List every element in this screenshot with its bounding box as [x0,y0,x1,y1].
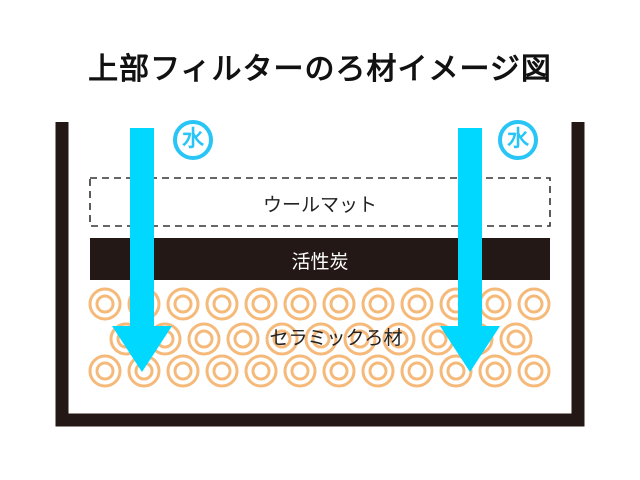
ceramic-ring [368,361,388,381]
ceramic-ring [272,329,292,349]
down-arrow-icon [458,128,482,328]
water-badge-icon: 水 [173,120,213,160]
ceramic-ring [361,354,395,388]
ceramic-ring [166,354,200,388]
ceramic-ring [311,329,331,349]
ceramic-ring [428,329,448,349]
ceramic-ring [233,329,253,349]
ceramic-ring [446,361,466,381]
ceramic-ring [322,354,356,388]
ceramic-ring [524,361,544,381]
ceramic-ring [265,322,299,356]
ceramic-ring [290,361,310,381]
down-arrow-head [440,326,500,372]
ceramic-ring [205,287,239,321]
filter-container [55,122,585,427]
ceramic-ring [173,361,193,381]
ceramic-ring [389,329,409,349]
ceramic-ring [173,294,193,314]
ceramic-ring [88,287,122,321]
ceramic-ring [517,287,551,321]
water-badge-icon: 水 [498,120,538,160]
ceramic-ring [506,329,526,349]
wool-mat-label: ウールマット [262,194,377,216]
down-arrow-icon [130,128,154,328]
ceramic-ring [499,322,533,356]
ceramic-ring [251,294,271,314]
ceramic-ring [322,287,356,321]
ceramic-ring [361,287,395,321]
ceramic-ring [524,294,544,314]
ceramic-ring [212,294,232,314]
ceramic-ring [244,354,278,388]
ceramic-ring [290,294,310,314]
ceramic-ring [304,322,338,356]
ceramic-ring [226,322,260,356]
ceramic-ring [329,361,349,381]
ceramic-ring [407,294,427,314]
ceramic-ring [400,287,434,321]
ceramic-ring [329,294,349,314]
ceramic-media-label: セラミックろ材 [269,327,403,349]
activated-carbon-label: 活性炭 [291,251,349,273]
ceramic-ring [382,322,416,356]
page-title: 上部フィルターのろ材イメージ図 [88,52,552,87]
ceramic-ring [485,294,505,314]
ceramic-ring [244,287,278,321]
ceramic-ring [95,294,115,314]
ceramic-ring [212,361,232,381]
ceramic-ring [478,287,512,321]
water-arrow-left [112,128,172,372]
ceramic-ring [205,354,239,388]
ceramic-ring [485,361,505,381]
ceramic-ring [251,361,271,381]
ceramic-ring [478,354,512,388]
ceramic-ring [283,354,317,388]
down-arrow-head [112,326,172,372]
ceramic-ring [88,354,122,388]
ceramic-ring [343,322,377,356]
ceramic-ring [368,294,388,314]
ceramic-ring [350,329,370,349]
water-arrow-right [440,128,500,372]
ceramic-ring [283,287,317,321]
ceramic-ring [166,287,200,321]
ceramic-ring [407,361,427,381]
ceramic-ring [439,354,473,388]
ceramic-ring [194,329,214,349]
ceramic-ring [95,361,115,381]
ceramic-ring [187,322,221,356]
ceramic-ring [400,354,434,388]
ceramic-ring [517,354,551,388]
